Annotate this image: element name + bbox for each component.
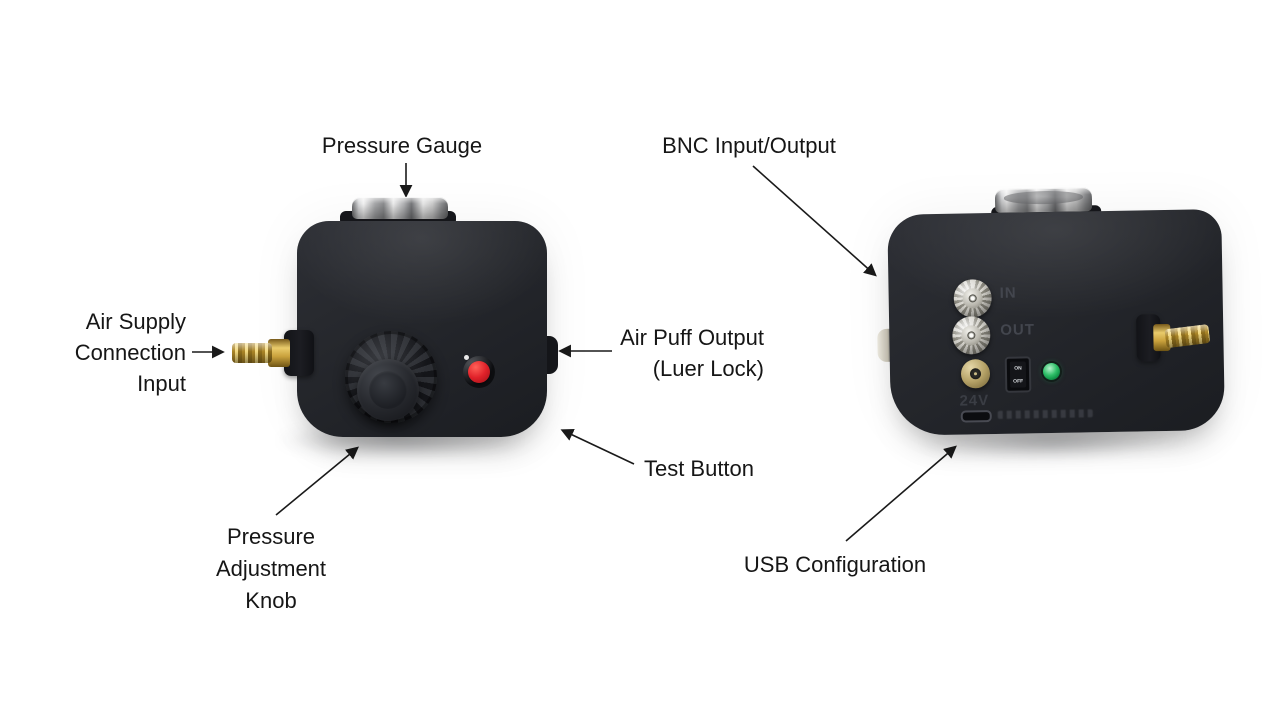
bnc-in-label: IN: [999, 284, 1017, 302]
usb-c-port: [960, 410, 992, 423]
air-supply-brass-base: [268, 339, 290, 367]
air-supply-barb: [232, 343, 272, 363]
pressure-gauge: [352, 197, 448, 219]
power-switch: ON OFF: [1004, 356, 1032, 393]
label-usb-text: USB Configuration: [743, 552, 927, 577]
test-button-highlight: [464, 355, 469, 360]
device-rear-view: IN OUT 24V ON OFF: [868, 177, 1233, 467]
label-air-supply-line1: Air Supply: [85, 309, 186, 334]
power-switch-rocker: ON OFF: [1009, 361, 1027, 388]
label-bnc-text: BNC Input/Output: [662, 133, 836, 158]
pressure-adjustment-knob-cap: [369, 371, 407, 409]
test-button: [468, 361, 490, 383]
device-front-view: [230, 185, 560, 463]
body-sheen-rear: [887, 208, 1226, 436]
rear-gauge: [994, 187, 1093, 213]
label-air-puff-line1: Air Puff Output: [620, 325, 764, 350]
engraved-text-illegible: [997, 409, 1093, 419]
label-knob-line1: Pressure: [226, 524, 316, 549]
label-air-supply-line3: Input: [137, 371, 186, 396]
label-pressure-gauge-text: Pressure Gauge: [321, 133, 483, 158]
label-knob-line3: Knob: [245, 588, 297, 613]
label-test-button: Test Button: [634, 453, 764, 484]
label-air-supply-line2: Connection: [74, 340, 186, 365]
label-knob: Pressure Adjustment Knob: [191, 521, 351, 617]
label-air-puff: Air Puff Output (Luer Lock): [592, 322, 764, 384]
label-pressure-gauge: Pressure Gauge: [302, 130, 502, 161]
bnc-in-pin: [968, 294, 977, 303]
label-air-puff-line2: (Luer Lock): [652, 356, 764, 381]
power-switch-off-label: OFF: [1013, 377, 1024, 385]
arrow-usb: [845, 445, 957, 542]
power-switch-on-label: ON: [1014, 365, 1022, 372]
bnc-out-label: OUT: [1000, 321, 1036, 339]
rear-gauge-opening: [1003, 190, 1084, 205]
power-jack-pin: [973, 372, 978, 376]
power-jack-label: 24V: [959, 392, 990, 410]
arrow-bnc: [752, 165, 877, 277]
arrow-test-button: [560, 429, 635, 465]
device-rear-body: [887, 208, 1226, 436]
label-air-supply: Air Supply Connection Input: [36, 306, 186, 399]
label-bnc: BNC Input/Output: [644, 130, 854, 161]
label-usb: USB Configuration: [735, 549, 935, 580]
label-test-button-text: Test Button: [643, 456, 755, 481]
label-knob-line2: Adjustment: [215, 556, 327, 581]
